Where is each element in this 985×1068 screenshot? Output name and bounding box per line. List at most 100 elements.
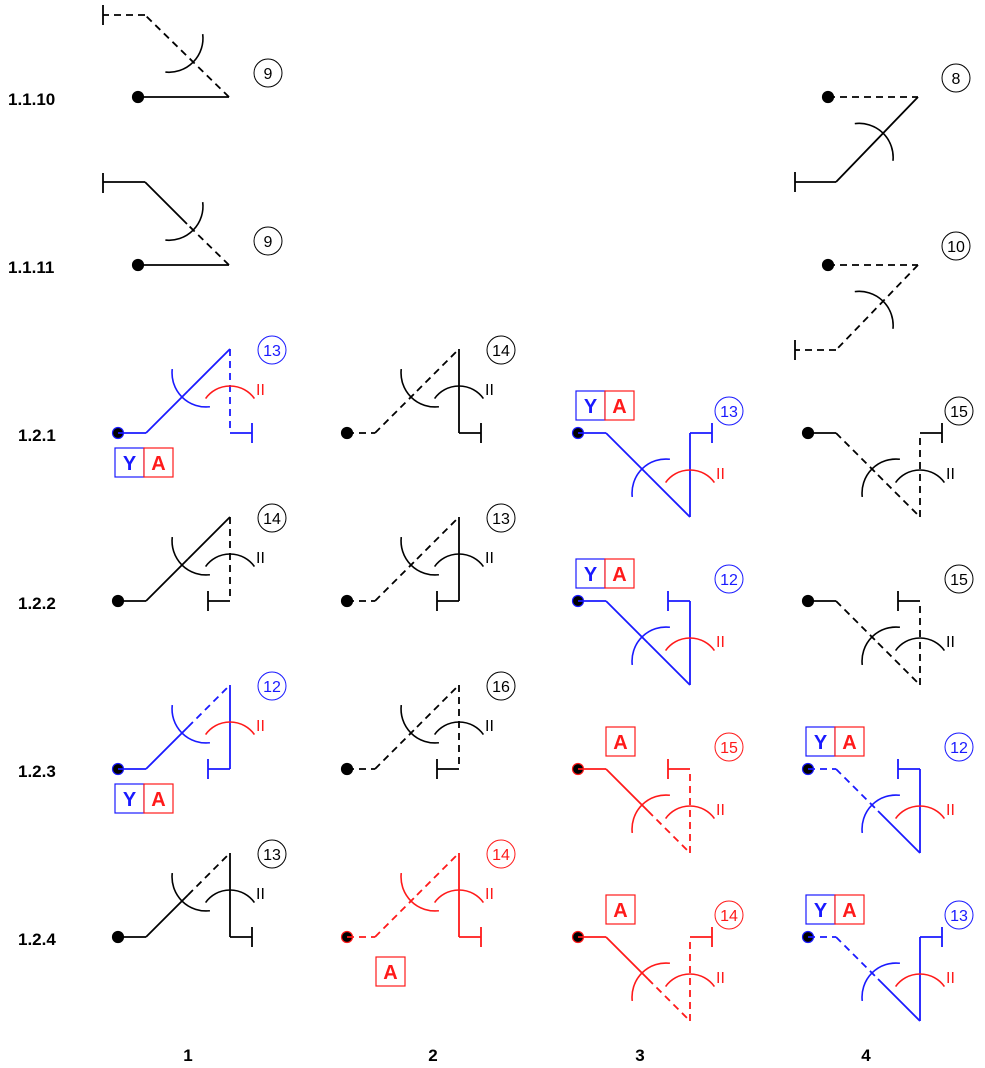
flight-line — [647, 642, 691, 686]
roll-arc-vertical — [204, 553, 256, 568]
roll-arc — [165, 202, 204, 242]
figure-number: 8 — [952, 71, 961, 88]
flight-line — [374, 726, 418, 770]
figure-number: 14 — [492, 847, 510, 864]
flight-line — [187, 348, 231, 392]
roll-mark: II — [716, 970, 725, 987]
figure-number: 13 — [492, 511, 510, 528]
figure-number-circle — [944, 564, 974, 594]
badge-letter-y: Y — [814, 900, 828, 922]
figure-number-circle — [257, 503, 287, 533]
badge-letter-a: A — [842, 732, 856, 754]
flight-line — [416, 516, 460, 560]
flight-line — [187, 684, 231, 728]
roll-mark: II — [716, 466, 725, 483]
figure-number: 13 — [263, 847, 281, 864]
roll-mark: II — [946, 970, 955, 987]
figure-number: 13 — [720, 404, 738, 421]
roll-arc — [861, 626, 901, 666]
flight-line — [144, 14, 230, 98]
flight-line — [144, 181, 188, 225]
flight-line — [877, 978, 921, 1022]
roll-mark: II — [485, 718, 494, 735]
roll-arc-vertical — [664, 637, 716, 652]
roll-arc-vertical — [894, 973, 946, 988]
badge-letter-a: A — [151, 453, 165, 475]
roll-mark: II — [716, 802, 725, 819]
row-label: 1.2.1 — [18, 426, 56, 445]
figure-number-circle — [486, 503, 516, 533]
flight-line — [647, 978, 691, 1022]
badge-box-y — [114, 447, 145, 478]
roll-mark: II — [485, 382, 494, 399]
roll-arc — [631, 794, 671, 834]
flight-line — [187, 852, 231, 896]
roll-arc — [165, 34, 204, 74]
roll-arc-vertical — [433, 553, 485, 568]
flight-line — [416, 684, 460, 728]
figure-number: 9 — [264, 234, 273, 251]
roll-arc-vertical — [433, 889, 485, 904]
flight-line — [835, 600, 879, 644]
row-label: 1.2.2 — [18, 594, 56, 613]
flight-line — [605, 432, 649, 476]
roll-mark: II — [946, 802, 955, 819]
roll-mark: II — [716, 634, 725, 651]
figure-number-circle — [714, 732, 744, 762]
roll-arc — [171, 536, 211, 576]
flight-line — [605, 600, 649, 644]
flight-line — [374, 894, 418, 938]
roll-arc-vertical — [204, 385, 256, 400]
figure-1-1-11-col-1: 9 — [102, 173, 283, 272]
roll-arc — [631, 962, 671, 1002]
roll-arc — [854, 122, 894, 161]
row-label: 1.1.10 — [8, 90, 55, 109]
badge-box-a — [604, 558, 635, 589]
flight-line — [647, 810, 691, 854]
figure-number: 9 — [264, 66, 273, 83]
figure-number-circle — [944, 900, 974, 930]
roll-arc — [400, 368, 440, 408]
flight-line — [416, 348, 460, 392]
flight-line — [877, 642, 921, 686]
badge-box-a — [604, 390, 635, 421]
figure-number: 16 — [492, 679, 510, 696]
column-label: 2 — [428, 1046, 437, 1065]
figure-number-circle — [941, 63, 971, 93]
flight-line — [145, 894, 189, 938]
roll-mark: II — [256, 550, 265, 567]
flight-line — [835, 432, 879, 476]
column-label: 3 — [635, 1046, 644, 1065]
flight-line — [186, 223, 230, 266]
figure-number: 12 — [950, 740, 968, 757]
flight-line — [145, 726, 189, 770]
roll-arc-vertical — [433, 721, 485, 736]
figure-number-circle — [486, 335, 516, 365]
figure-number-circle — [714, 900, 744, 930]
figure-number-circle — [253, 58, 283, 88]
roll-arc-vertical — [664, 973, 716, 988]
roll-arc — [631, 626, 671, 666]
flight-line — [835, 936, 879, 980]
figure-1-2-2-col-4: II 15 — [801, 564, 974, 686]
flight-line — [877, 474, 921, 518]
roll-arc — [400, 872, 440, 912]
badge-box-a — [143, 447, 174, 478]
figure-number: 15 — [950, 572, 968, 589]
roll-arc-vertical — [664, 805, 716, 820]
roll-mark: II — [946, 634, 955, 651]
badge-letter-a: A — [612, 564, 626, 586]
roll-mark: II — [946, 466, 955, 483]
flight-line — [647, 474, 691, 518]
